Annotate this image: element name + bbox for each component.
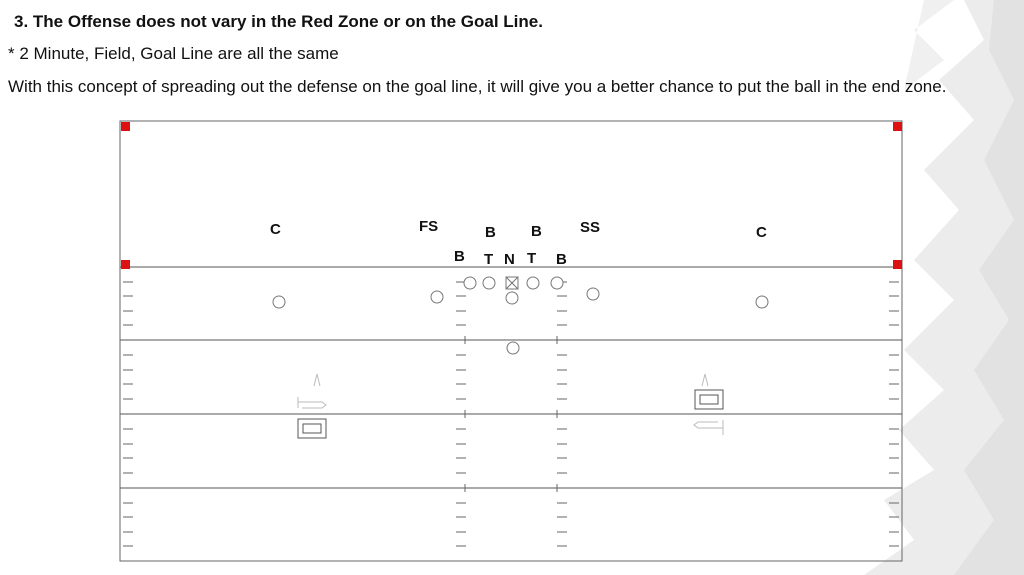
corner-marker (893, 122, 902, 131)
field-border (119, 120, 903, 562)
goalpost-icon (701, 373, 709, 387)
player-lineman (482, 276, 496, 290)
player-quarterback (505, 291, 519, 305)
defender-backer: B (556, 251, 567, 268)
player-receiver (272, 295, 286, 309)
goalpost-icon (297, 397, 327, 409)
defender-backer: B (531, 223, 542, 240)
player-running-back (506, 341, 520, 355)
player-lineman (463, 276, 477, 290)
defender-corner-right: C (756, 224, 767, 241)
goalpost-icon (693, 420, 724, 435)
slide-heading: 3. The Offense does not vary in the Red … (14, 12, 543, 31)
defender-free-safety: FS (419, 218, 438, 235)
corner-marker (121, 122, 130, 131)
corner-marker (893, 260, 902, 269)
defender-backer: B (454, 248, 465, 265)
defender-strong-safety: SS (580, 219, 600, 236)
defender-nose: N (504, 251, 515, 268)
defender-tackle: T (527, 250, 536, 267)
center-x-mark (505, 276, 519, 290)
corner-marker (121, 260, 130, 269)
player-lineman (550, 276, 564, 290)
defender-backer: B (485, 224, 496, 241)
player-receiver (755, 295, 769, 309)
endzone-marker (302, 423, 322, 434)
defender-tackle: T (484, 251, 493, 268)
player-receiver (586, 287, 600, 301)
slide-paragraph: With this concept of spreading out the d… (8, 77, 947, 96)
player-lineman (526, 276, 540, 290)
defender-corner-left: C (270, 221, 281, 238)
slide-bullet: * 2 Minute, Field, Goal Line are all the… (8, 44, 339, 63)
player-receiver (430, 290, 444, 304)
goalpost-icon (313, 373, 321, 387)
brush-texture-decoration (864, 0, 1024, 575)
endzone-marker (699, 394, 719, 405)
